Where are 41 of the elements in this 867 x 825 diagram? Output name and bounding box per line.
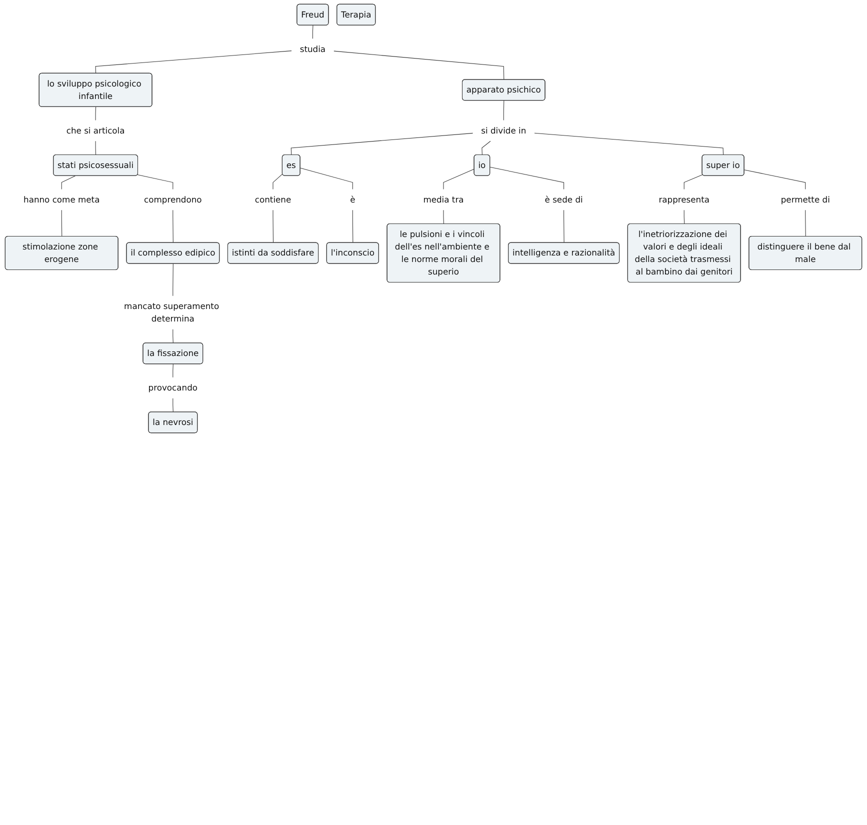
connector <box>684 174 703 190</box>
node-text: che si articola <box>66 125 125 136</box>
connector <box>805 210 806 237</box>
connector <box>482 140 491 156</box>
node-text: rappresenta <box>658 194 710 204</box>
node-text: media tra <box>423 194 464 204</box>
connector <box>312 25 314 39</box>
connector <box>172 398 174 412</box>
connector <box>95 106 96 120</box>
connector <box>95 140 96 156</box>
connector <box>61 210 62 237</box>
connector <box>300 168 353 190</box>
node-text: hanno come meta <box>24 194 100 204</box>
connector <box>272 174 283 190</box>
connector <box>137 174 174 190</box>
connector <box>490 166 564 190</box>
connector <box>172 210 174 244</box>
connector <box>443 168 475 190</box>
node-text: studia <box>300 44 326 54</box>
node-text: è <box>350 194 356 204</box>
connector <box>334 50 504 80</box>
connector <box>503 100 504 120</box>
connector <box>172 329 174 344</box>
connector <box>684 210 685 224</box>
node-text: permette di <box>780 194 830 204</box>
node-text: comprendono <box>144 194 202 204</box>
connector <box>95 50 292 74</box>
connector <box>744 170 806 190</box>
connector <box>172 364 174 378</box>
connector <box>443 210 444 224</box>
node-text: contiene <box>254 194 292 204</box>
connector <box>272 210 274 244</box>
connector <box>290 132 474 156</box>
connector <box>352 210 354 244</box>
node-text: provocando <box>148 382 198 393</box>
connector <box>172 263 174 296</box>
node-text: si divide in <box>481 125 526 136</box>
connector <box>534 132 724 156</box>
node-text: è sede di <box>544 194 583 204</box>
connector <box>61 176 76 190</box>
node-text: mancato superamento determina <box>124 301 220 324</box>
